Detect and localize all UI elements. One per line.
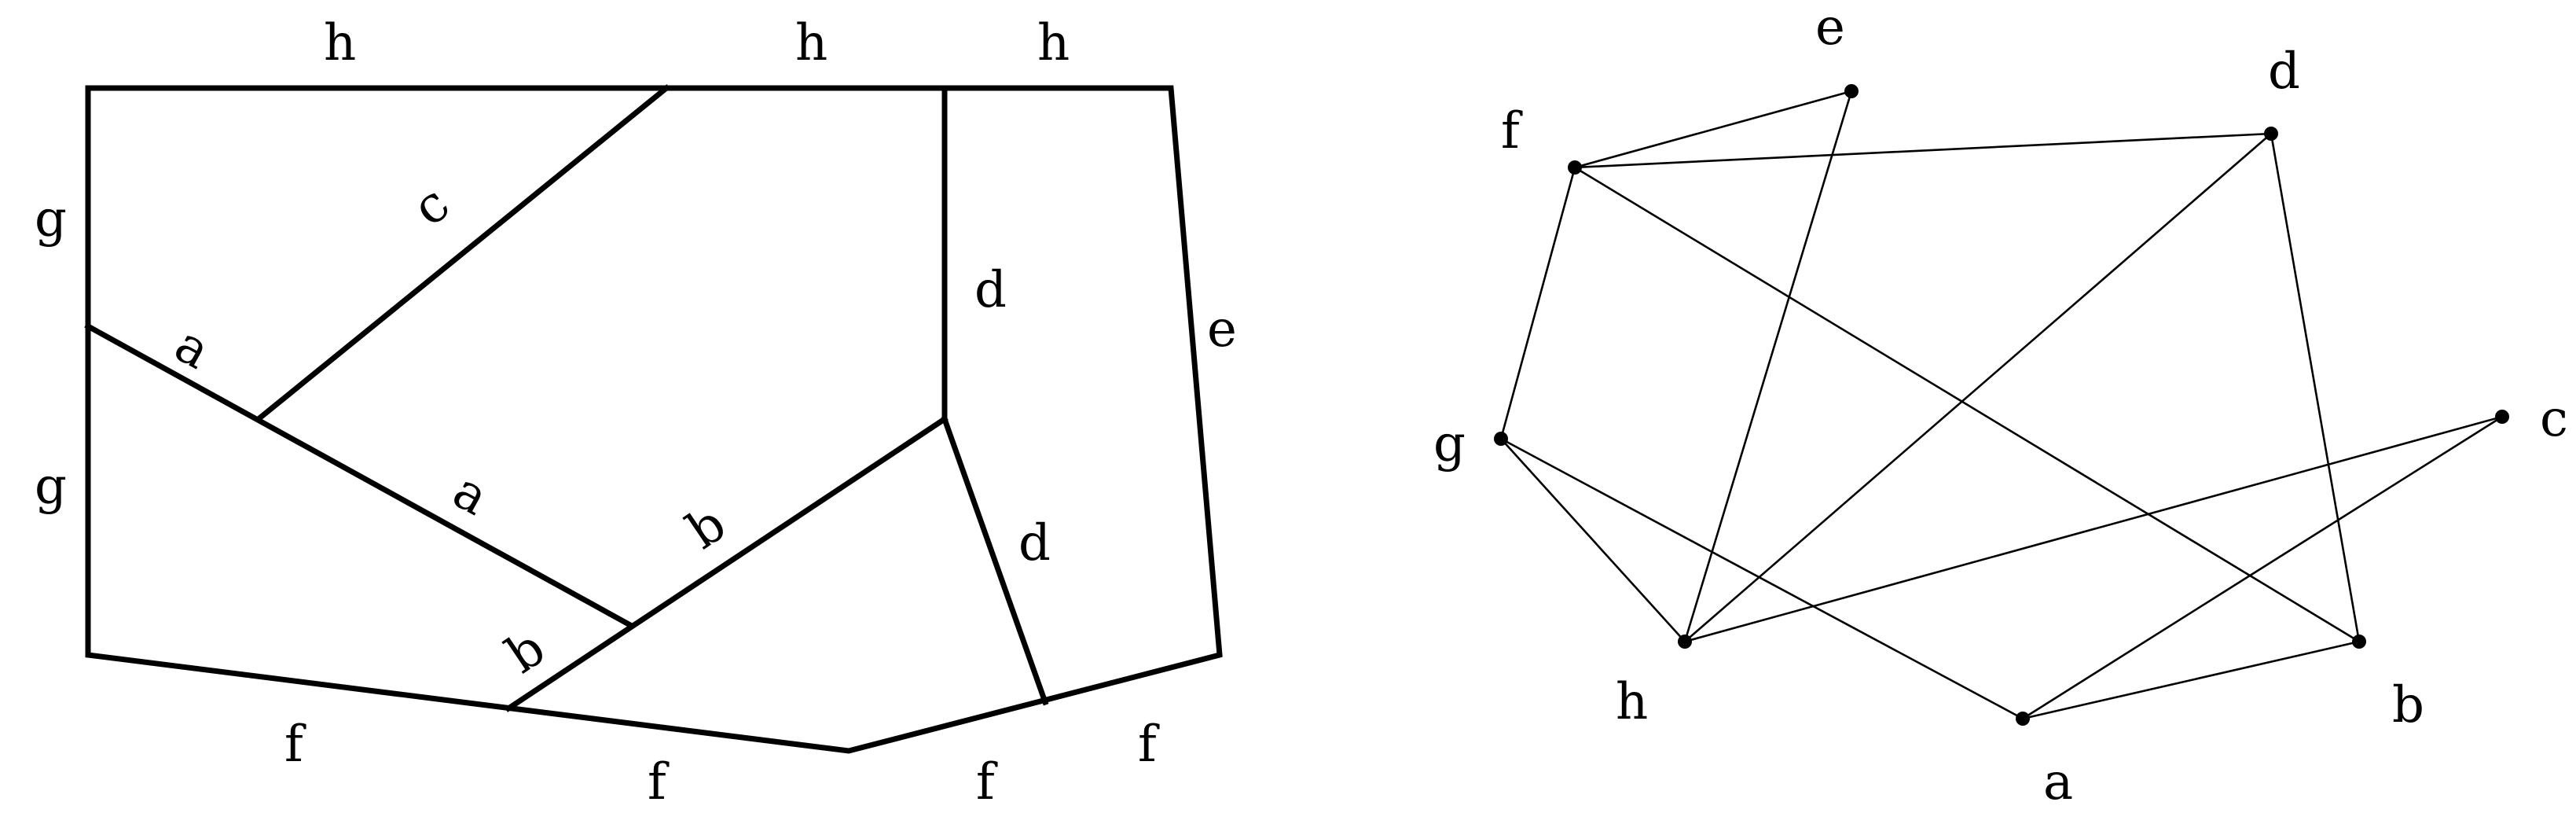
graph-node-f [1568, 160, 1582, 175]
label-inner-d-lower: d [1018, 514, 1051, 572]
label-bottom-f-4: f [1138, 715, 1160, 774]
left-partition-figure: h h h g g f f f f e c a a b b d d [35, 14, 1237, 811]
graph-edge-d-h [1683, 132, 2273, 643]
label-top-h-3: h [1037, 14, 1070, 72]
edge-d-lower [941, 415, 1049, 706]
right-dual-graph: e d f g c h a b [1433, 0, 2568, 811]
graph-node-e [1844, 84, 1859, 98]
edge-b [505, 415, 949, 712]
graph-edge-h-c [1683, 415, 2504, 643]
graph-nodes [1494, 84, 2509, 726]
label-bottom-f-1: f [284, 715, 306, 774]
label-inner-a-lower: a [443, 462, 497, 527]
label-inner-b-lower: b [497, 619, 556, 685]
graph-label-h: h [1616, 673, 1648, 731]
graph-node-c [2495, 410, 2509, 424]
graph-node-b [2352, 635, 2366, 649]
graph-edge-f-e [1573, 90, 1853, 169]
graph-label-b: b [2392, 676, 2424, 734]
graph-label-g: g [1433, 415, 1466, 473]
label-left-g-1: g [35, 190, 67, 248]
label-left-g-2: g [35, 458, 67, 516]
graph-edge-e-h [1683, 90, 1853, 643]
graph-node-g [1494, 432, 1508, 446]
label-inner-d-upper: d [974, 261, 1007, 319]
graph-edges [1499, 90, 2504, 720]
graph-edge-g-h [1499, 437, 1686, 643]
graph-edge-f-d [1573, 132, 2273, 169]
label-top-h-1: h [324, 14, 356, 72]
label-top-h-2: h [795, 14, 827, 72]
label-right-e: e [1207, 300, 1237, 359]
label-inner-c: c [402, 175, 460, 237]
label-bottom-f-3: f [976, 753, 998, 811]
edge-a [84, 322, 634, 629]
graph-label-e: e [1815, 0, 1845, 57]
graph-node-h [1678, 635, 1692, 649]
graph-node-a [2016, 712, 2030, 726]
graph-node-d [2264, 127, 2278, 141]
graph-edge-f-g [1499, 166, 1576, 440]
label-bottom-f-2: f [648, 753, 670, 811]
outer-boundary [85, 85, 1223, 754]
graph-edge-c-a [2021, 415, 2504, 720]
graph-edge-d-b [2270, 132, 2361, 643]
graph-label-a: a [2043, 753, 2073, 811]
graph-label-c: c [2540, 390, 2568, 448]
edge-c [255, 84, 670, 422]
graph-label-f: f [1501, 102, 1523, 160]
graph-label-d: d [2268, 42, 2300, 101]
graph-node-labels: e d f g c h a b [1433, 0, 2568, 811]
label-inner-b-upper: b [677, 495, 736, 561]
graph-edge-a-b [2021, 640, 2361, 720]
graph-edge-g-a [1499, 437, 2024, 720]
graph-edge-f-b [1573, 166, 2361, 643]
